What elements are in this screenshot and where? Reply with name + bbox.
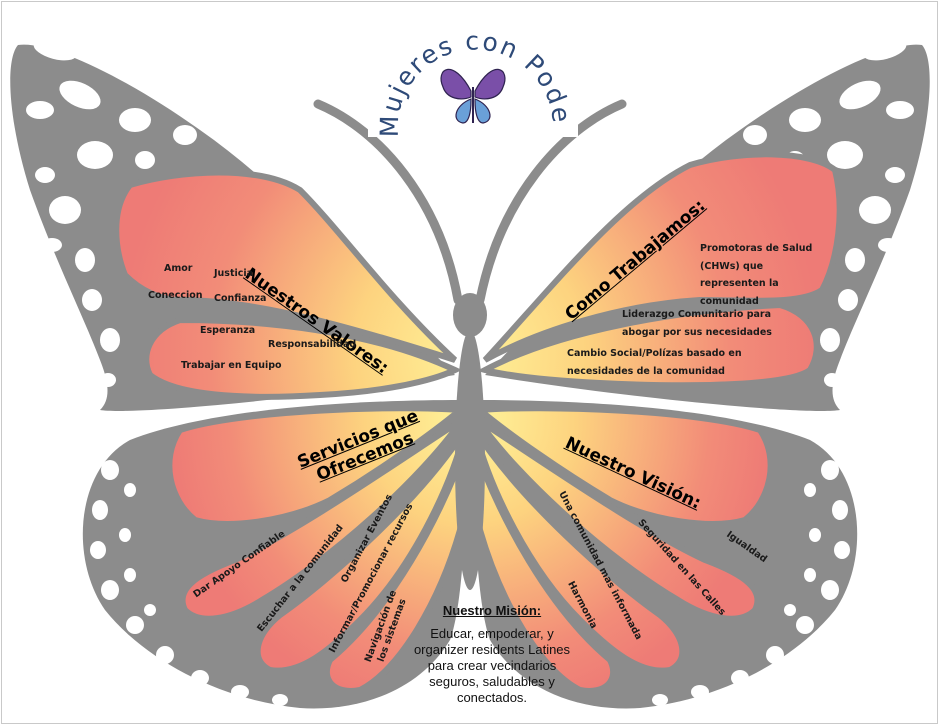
value-coneccion: Coneccion [148, 290, 203, 301]
logo: Mujeres con Poder [368, 22, 574, 137]
mission-block: Nuestro Misión: Educar, empoderar, y org… [404, 603, 580, 706]
work-item-liderazgo: Liderazgo Comunitario para abogar por su… [622, 309, 772, 338]
work-item-promotoras: Promotoras de Salud (CHWs) que represent… [700, 243, 813, 307]
value-confianza: Confianza [214, 293, 267, 304]
work-item-cambio-social: Cambio Social/Polízas basado en necesida… [567, 348, 742, 377]
value-esperanza: Esperanza [200, 325, 256, 336]
value-amor: Amor [164, 263, 193, 274]
value-justicia: Justicia [214, 268, 254, 279]
value-responsabilidad: Responsabilidad [268, 339, 357, 350]
value-trabajar-en-equipo: Trabajar en Equipo [181, 360, 282, 371]
mission-title: Nuestro Misión: [442, 603, 542, 618]
butterfly-logo-icon [440, 68, 506, 124]
mission-body: Educar, empoderar, y organizer residents… [413, 626, 571, 705]
